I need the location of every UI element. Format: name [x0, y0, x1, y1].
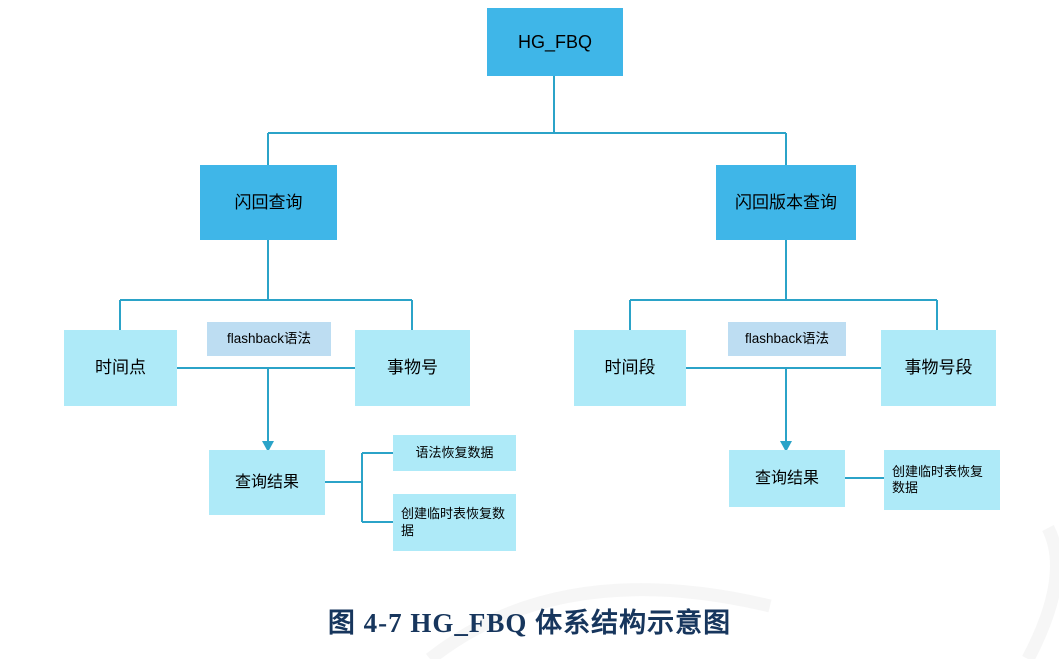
node-output-temp-table-right: 创建临时表恢复数据	[884, 450, 1000, 510]
node-root-hg-fbq: HG_FBQ	[487, 8, 623, 76]
node-output-syntax-recover: 语法恢复数据	[393, 435, 516, 471]
node-time-point: 时间点	[64, 330, 177, 406]
edge-label-flashback-syntax-right: flashback语法	[728, 322, 846, 356]
node-query-result-right: 查询结果	[729, 450, 845, 507]
node-flashback-version-query: 闪回版本查询	[716, 165, 856, 240]
node-transaction-number: 事物号	[355, 330, 470, 406]
figure-caption: 图 4-7 HG_FBQ 体系结构示意图	[327, 608, 732, 638]
node-flashback-query: 闪回查询	[200, 165, 337, 240]
node-output-temp-table-left: 创建临时表恢复数据	[393, 494, 516, 551]
node-time-range: 时间段	[574, 330, 686, 406]
edge-label-flashback-syntax-left: flashback语法	[207, 322, 331, 356]
node-query-result-left: 查询结果	[209, 450, 325, 515]
node-transaction-number-range: 事物号段	[881, 330, 996, 406]
